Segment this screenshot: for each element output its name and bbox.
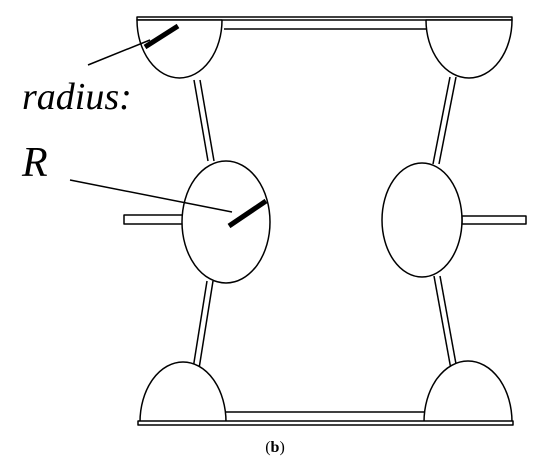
bottom-right-joint	[423, 360, 513, 423]
top-right-joint	[425, 19, 513, 79]
bottom-left-joint	[139, 361, 227, 423]
caption-close-paren: )	[279, 439, 285, 456]
radius-marker-middle	[227, 198, 268, 229]
strut-top-left	[193, 79, 215, 162]
left-rod	[123, 214, 189, 225]
radius-leader-line	[87, 39, 151, 66]
right-middle-joint	[381, 162, 463, 278]
right-rod	[461, 215, 527, 225]
radius-marker-top	[143, 23, 180, 50]
caption-open-paren: (	[265, 439, 271, 456]
caption-letter: b	[270, 439, 280, 456]
strut-bottom-right	[433, 275, 459, 376]
top-bar	[136, 16, 513, 21]
top-left-joint	[136, 19, 223, 79]
r-leader-line	[69, 179, 233, 213]
figure-caption: (b)	[0, 440, 550, 456]
strut-top-right	[432, 76, 457, 165]
strut-bottom-left	[191, 280, 214, 376]
radius-label: radius:	[22, 76, 132, 118]
r-symbol-label: R	[22, 140, 48, 186]
left-middle-joint	[181, 160, 271, 284]
bottom-bar	[137, 420, 514, 426]
